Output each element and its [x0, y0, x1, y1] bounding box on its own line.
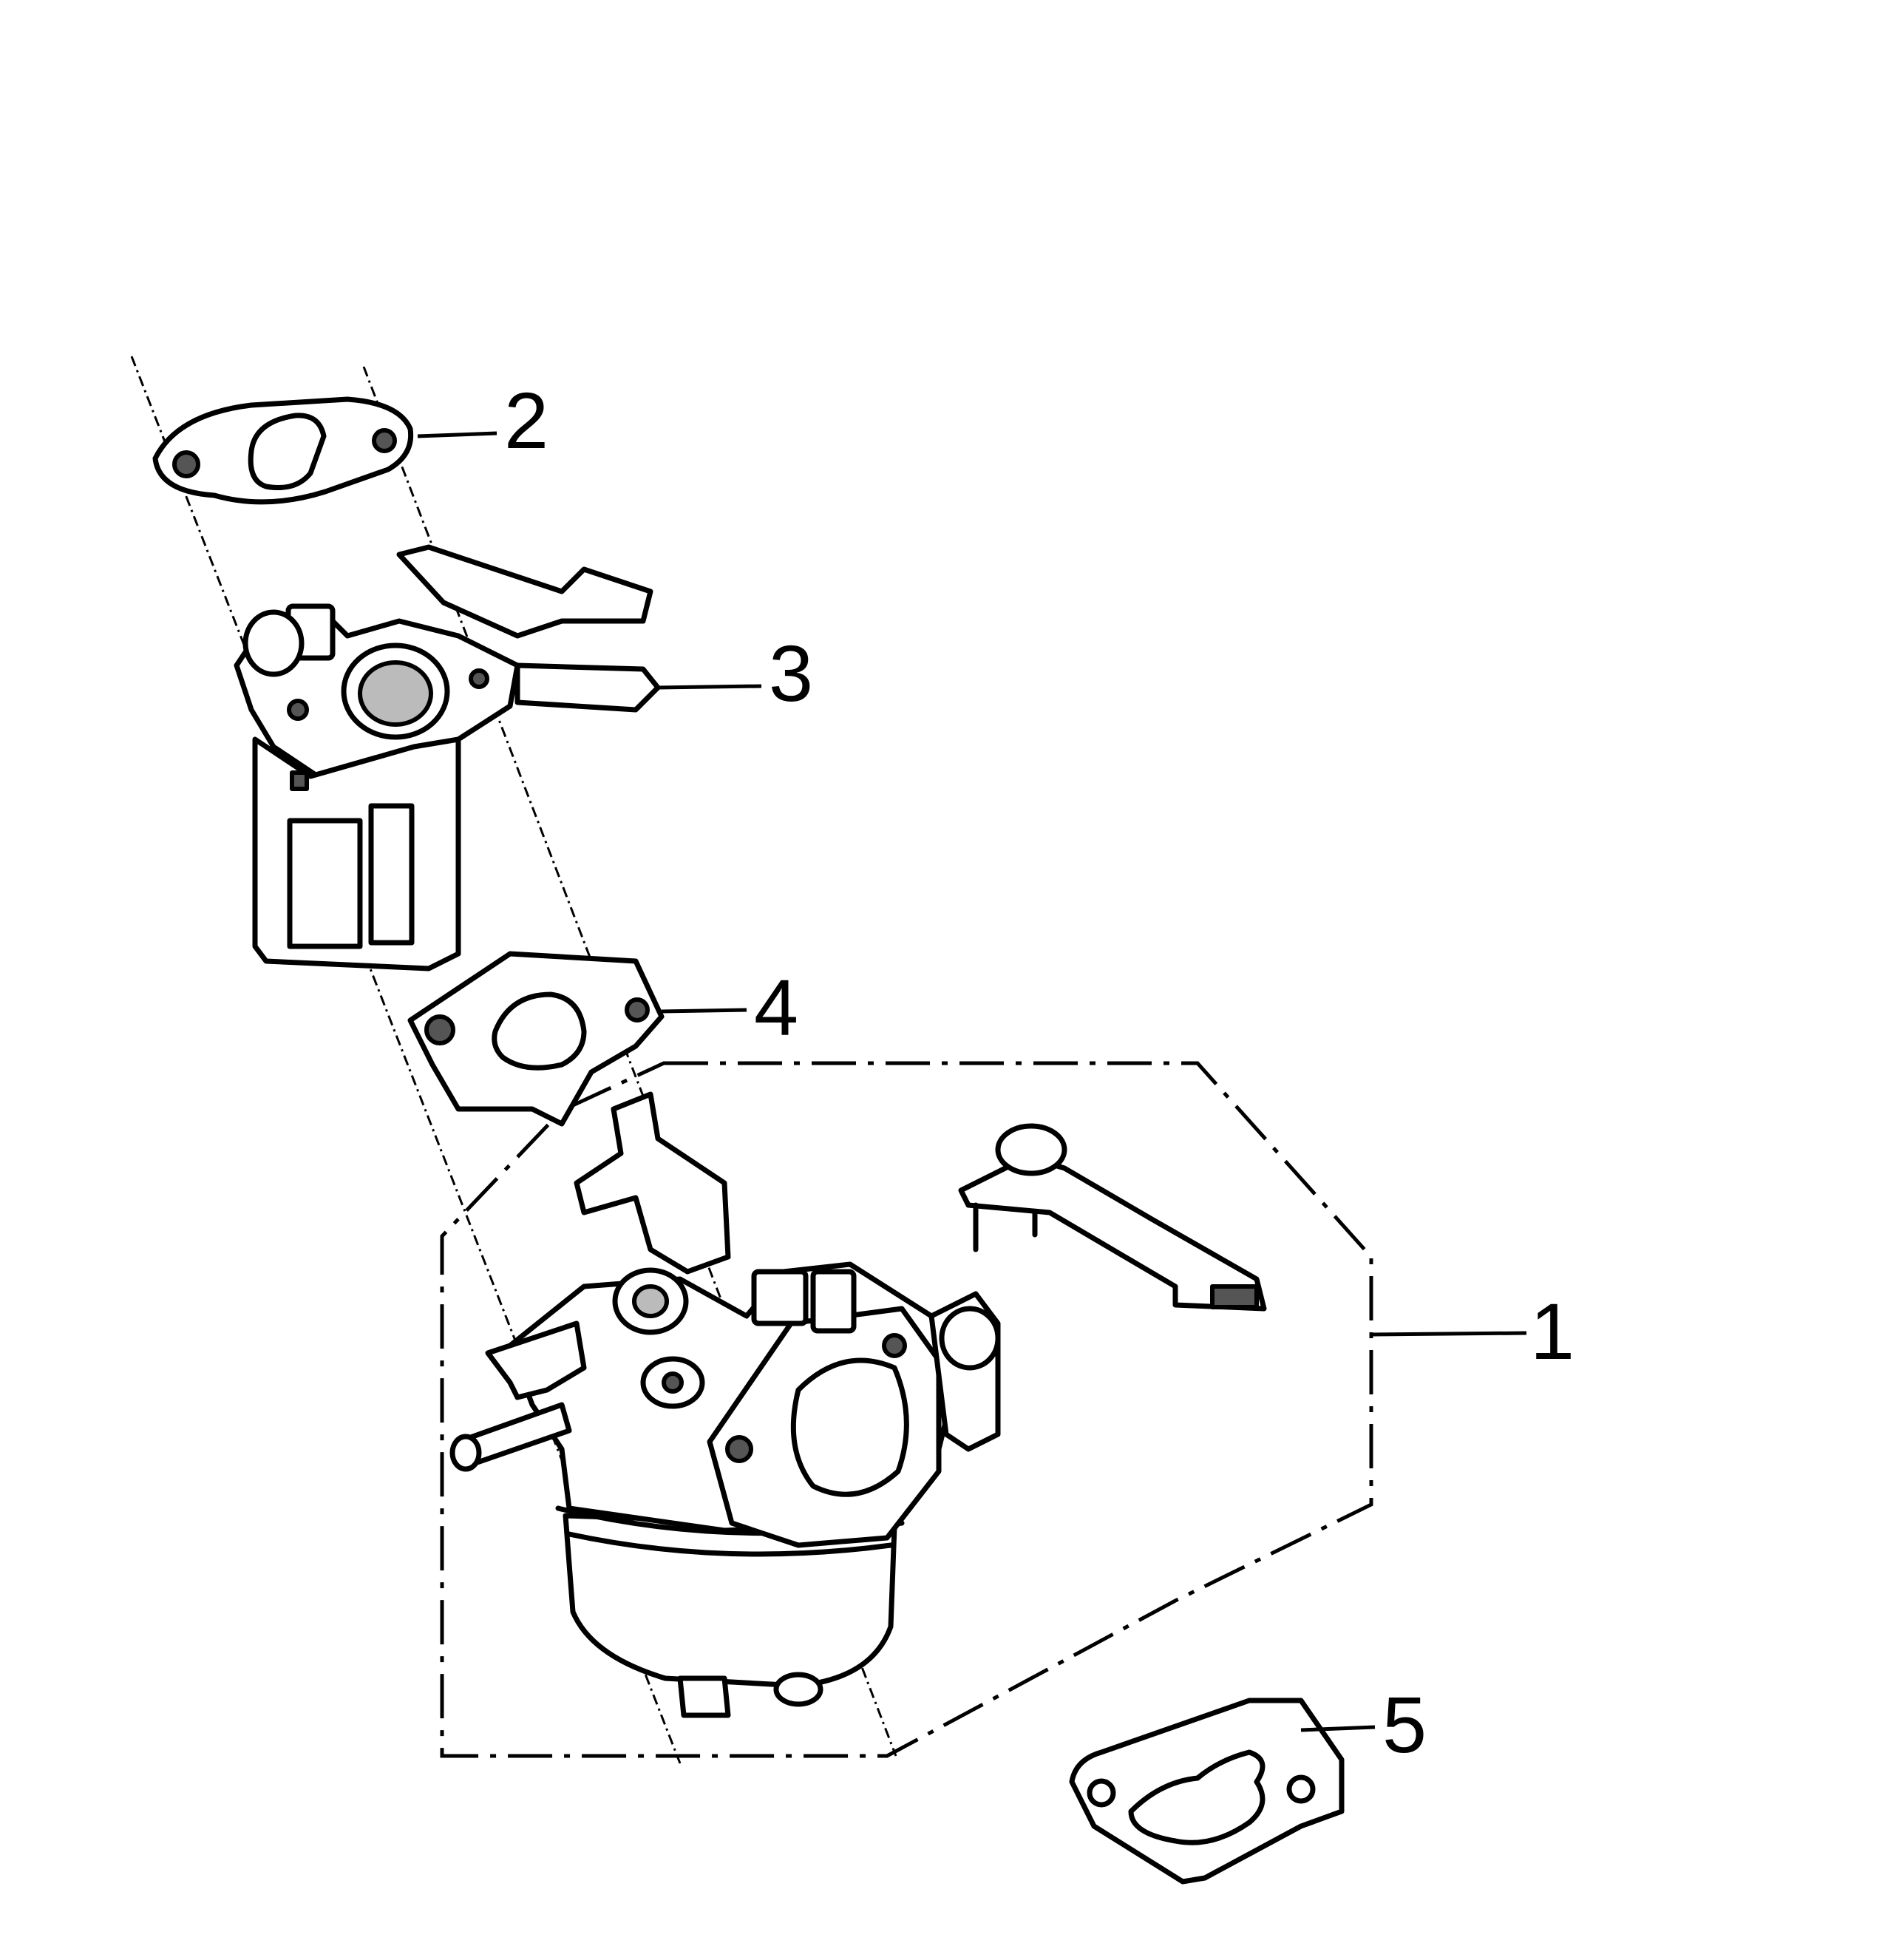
insulator-window-left — [287, 818, 363, 949]
insulator-hole-right — [469, 668, 489, 689]
insulator-port-inner — [358, 660, 433, 727]
carburetor-idle-screw-head — [662, 1371, 684, 1394]
callout-label-4: 4 — [754, 963, 798, 1052]
insulator-clip — [290, 770, 309, 791]
axis-line-right — [362, 366, 897, 1757]
gasket-top-body — [152, 396, 414, 505]
callout-labels: 2 3 4 1 5 — [504, 376, 1574, 1769]
assembly-group-bracket — [440, 1061, 1373, 1758]
carburetor-assembly — [449, 1091, 1001, 1718]
insulator-window-right — [368, 803, 415, 946]
insulator-arm-upper — [396, 544, 653, 639]
carburetor-fuel-nipple-tip — [449, 1434, 482, 1472]
choke-lever — [958, 1123, 1267, 1312]
carburetor-flange-hole-right — [882, 1333, 907, 1358]
carburetor-throttle-linkage — [574, 1091, 731, 1275]
insulator-body — [252, 736, 461, 971]
gasket-bottom-port — [1128, 1749, 1266, 1845]
leader-line-4 — [661, 1008, 747, 1014]
carburetor-venturi — [790, 1357, 909, 1497]
insulator-boss — [242, 609, 305, 677]
gasket-bottom — [1069, 1698, 1345, 1885]
callout-label-3: 3 — [769, 628, 813, 718]
gasket-middle — [407, 951, 665, 1127]
choke-lever-knob — [995, 1123, 1067, 1176]
gasket-bottom-hole-left — [1087, 1778, 1116, 1808]
gasket-top — [152, 396, 414, 505]
callout-label-2: 2 — [504, 376, 548, 465]
choke-lever-tip — [1210, 1284, 1259, 1309]
gasket-top-port — [248, 413, 327, 491]
leader-line-1 — [1370, 1331, 1527, 1337]
gasket-bottom-hole-right — [1286, 1774, 1316, 1804]
carburetor-jet-cover — [810, 1269, 857, 1334]
choke-lever-arm — [958, 1154, 1267, 1312]
insulator-arm-lower — [514, 662, 661, 713]
carburetor-flange-hole-left — [725, 1435, 753, 1463]
leader-line-5 — [1300, 1725, 1376, 1732]
carburetor-throttle-shaft-core — [632, 1284, 669, 1318]
carburetor-drain-plug — [773, 1672, 823, 1707]
leader-line-2 — [417, 431, 497, 438]
insulator-hole-left — [287, 699, 309, 721]
carburetor-solenoid — [751, 1269, 809, 1326]
insulator-bracket — [234, 544, 661, 971]
gasket-middle-port — [492, 991, 587, 1071]
callout-label-1: 1 — [1530, 1286, 1574, 1376]
carburetor-vent-cap — [939, 1306, 1001, 1371]
carburetor-bowl-gasket-edge — [566, 1531, 894, 1557]
gasket-middle-hole-right — [625, 997, 650, 1023]
gasket-middle-body — [407, 951, 665, 1127]
leader-lines — [417, 431, 1527, 1732]
carburetor-drain-nut — [677, 1675, 731, 1718]
gasket-top-hole-right — [372, 428, 397, 453]
leader-line-3 — [657, 684, 762, 690]
gasket-bottom-body — [1069, 1698, 1345, 1885]
callout-label-5: 5 — [1382, 1680, 1427, 1769]
carburetor-choke-lever — [485, 1320, 587, 1400]
gasket-top-hole-left — [172, 450, 200, 478]
gasket-middle-hole-left — [424, 1014, 455, 1045]
